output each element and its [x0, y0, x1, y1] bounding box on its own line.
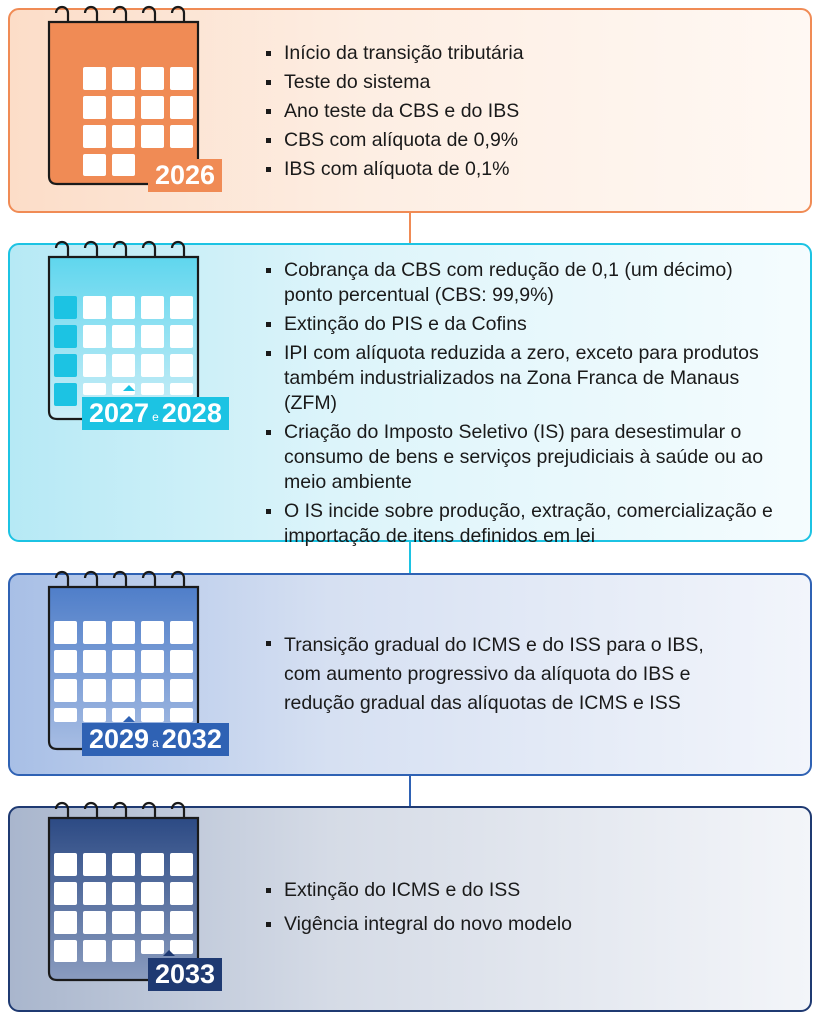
stage-bullet-list: Transição gradual do ICMS e do ISS para …	[262, 631, 720, 718]
calendar-icon	[46, 239, 206, 424]
year-badge: 2026	[148, 159, 223, 192]
calendar-icon	[46, 800, 206, 985]
year-start: 2026	[155, 160, 216, 190]
bullet-item: Transição gradual do ICMS e do ISS para …	[262, 631, 720, 718]
bullet-item: O IS incide sobre produção, extração, co…	[262, 499, 784, 549]
stage-bullet-list: Extinção do ICMS e do ISS Vigência integ…	[262, 878, 784, 937]
stage-card-2026: 2026 Início da transição tributária Test…	[8, 5, 812, 213]
year-separator: a	[152, 736, 159, 750]
stage-bullet-list: Início da transição tributária Teste do …	[262, 41, 784, 182]
year-badge: 2033	[148, 958, 223, 991]
bullet-item: Cobrança da CBS com redução de 0,1 (um d…	[262, 258, 784, 308]
year-end: 2028	[161, 398, 222, 428]
bullet-item: Teste do sistema	[262, 70, 784, 95]
bullet-item: CBS com alíquota de 0,9%	[262, 128, 784, 153]
year-start: 2033	[155, 959, 216, 989]
year-start: 2029	[89, 724, 150, 754]
bullet-item: Criação do Imposto Seletivo (IS) para de…	[262, 420, 784, 495]
calendar-icon	[46, 569, 206, 754]
year-separator: e	[152, 410, 159, 424]
timeline-connector	[409, 212, 411, 244]
bullet-item: Extinção do ICMS e do ISS	[262, 878, 784, 903]
bullet-item: IBS com alíquota de 0,1%	[262, 157, 784, 182]
calendar-icon	[46, 4, 206, 189]
bullet-item: Início da transição tributária	[262, 41, 784, 66]
bullet-item: IPI com alíquota reduzida a zero, exceto…	[262, 341, 784, 416]
stage-card-2033: 2033 Extinção do ICMS e do ISS Vigência …	[8, 801, 812, 1012]
year-end: 2032	[161, 724, 222, 754]
bullet-item: Vigência integral do novo modelo	[262, 912, 784, 937]
year-start: 2027	[89, 398, 150, 428]
timeline-connector	[409, 775, 411, 807]
timeline-connector	[409, 541, 411, 574]
bullet-item: Ano teste da CBS e do IBS	[262, 99, 784, 124]
stage-bullet-list: Cobrança da CBS com redução de 0,1 (um d…	[262, 258, 784, 549]
bullet-item: Extinção do PIS e da Cofins	[262, 312, 784, 337]
